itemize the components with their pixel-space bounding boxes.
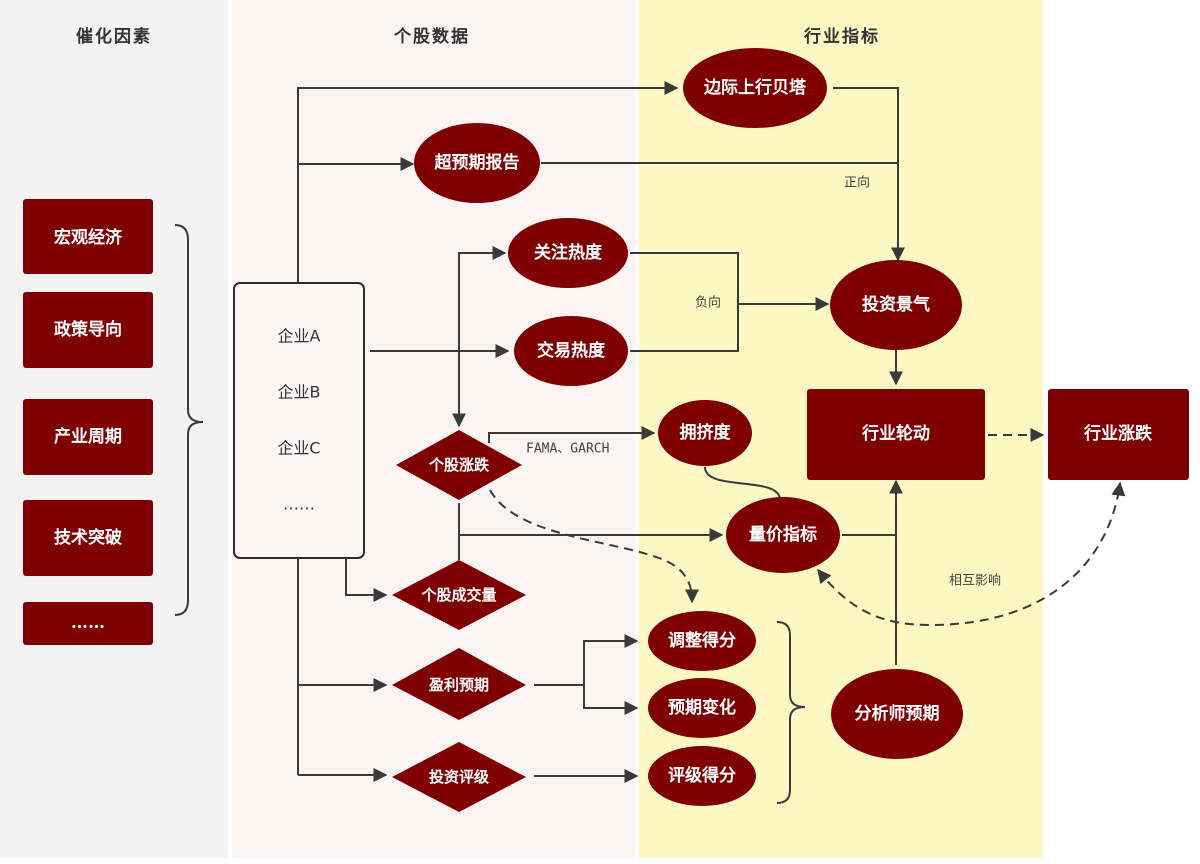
edge-stock-change-to-adjusted-score: [489, 489, 699, 604]
company-item: 企业C: [277, 439, 320, 458]
svg-text:投资评级: 投资评级: [429, 768, 490, 786]
svg-text:分析师预期: 分析师预期: [855, 703, 940, 724]
svg-text:政策导向: 政策导向: [54, 319, 122, 340]
svg-text:超预期报告: 超预期报告: [435, 152, 520, 173]
svg-text:预期变化: 预期变化: [668, 697, 736, 718]
edge-stock-change-to-crowding: [488, 426, 656, 443]
svg-text:行业轮动: 行业轮动: [861, 423, 930, 444]
analyst-brace: [776, 621, 806, 804]
edge-crowding-to-price-volume: [704, 466, 781, 501]
node-investment-rating: 投资评级: [392, 742, 526, 812]
node-crowding: 拥挤度: [658, 400, 752, 466]
svg-text:个股成交量: 个股成交量: [420, 586, 496, 604]
node-adjusted-score: 调整得分: [648, 611, 756, 671]
edge-earnings-branch: [534, 634, 639, 686]
edge-heat-merge: [630, 252, 739, 352]
edge-label-mutual-influence: 相互影响: [949, 573, 1001, 589]
node-price-volume: 量价指标: [726, 497, 840, 573]
column-title-stock-data: 个股数据: [394, 27, 470, 47]
node-stock-volume: 个股成交量: [392, 560, 526, 630]
column-title-catalysts: 催化因素: [76, 27, 152, 47]
svg-text:技术突破: 技术突破: [54, 527, 122, 548]
svg-text:……: ……: [71, 613, 105, 633]
svg-text:交易热度: 交易热度: [537, 340, 606, 361]
company-item: 企业A: [278, 327, 321, 346]
node-analyst-forecast: 分析师预期: [831, 669, 963, 759]
edge-mutual-influence: [817, 481, 1126, 627]
edge-label-models: FAMA、GARCH: [526, 442, 609, 457]
svg-text:拥挤度: 拥挤度: [680, 422, 732, 443]
node-industry-change: 行业涨跌: [1048, 389, 1189, 480]
company-list-box: 企业A 企业B 企业C ……: [233, 282, 365, 559]
company-item: ……: [283, 495, 315, 514]
node-stock-change: 个股涨跌: [396, 430, 522, 500]
svg-text:个股涨跌: 个股涨跌: [428, 456, 490, 474]
catalyst-box: ……: [23, 602, 153, 645]
node-earnings-forecast: 盈利预期: [392, 648, 526, 720]
edge-earnings-to-forecast-change: [583, 685, 639, 715]
edge-marginal-beta-to-boom: [833, 87, 905, 262]
node-beyond-report: 超预期报告: [414, 123, 540, 203]
svg-text:宏观经济: 宏观经济: [54, 227, 123, 248]
catalyst-brace: [174, 224, 204, 616]
edge-company-to-marginal-beta: [297, 81, 679, 283]
edge-label-negative: 负向: [695, 295, 721, 311]
catalyst-box: 宏观经济: [23, 199, 153, 274]
node-investment-boom: 投资景气: [830, 260, 962, 350]
node-trading-heat: 交易热度: [514, 316, 628, 386]
svg-text:量价指标: 量价指标: [749, 524, 817, 545]
company-item: 企业B: [278, 383, 321, 402]
catalyst-box: 产业周期: [23, 399, 153, 475]
catalyst-box: 技术突破: [23, 500, 153, 576]
svg-text:调整得分: 调整得分: [668, 630, 736, 651]
node-rating-score: 评级得分: [648, 746, 756, 806]
catalyst-box: 政策导向: [23, 292, 153, 368]
node-attention-heat: 关注热度: [508, 218, 628, 288]
edge-attention-heat-branch: [458, 246, 507, 423]
column-title-industry-indicators: 行业指标: [804, 27, 880, 47]
svg-text:盈利预期: 盈利预期: [428, 676, 489, 694]
svg-text:行业涨跌: 行业涨跌: [1083, 423, 1153, 444]
node-marginal-beta: 边际上行贝塔: [683, 48, 827, 128]
svg-text:产业周期: 产业周期: [54, 426, 122, 447]
svg-text:边际上行贝塔: 边际上行贝塔: [703, 77, 807, 98]
edge-label-positive: 正向: [844, 175, 870, 191]
node-industry-rotation: 行业轮动: [807, 389, 985, 480]
edge-company-to-volume: [345, 557, 388, 602]
node-forecast-change: 预期变化: [648, 678, 756, 738]
svg-text:评级得分: 评级得分: [668, 765, 736, 786]
svg-text:投资景气: 投资景气: [862, 294, 930, 315]
svg-text:关注热度: 关注热度: [534, 242, 603, 263]
